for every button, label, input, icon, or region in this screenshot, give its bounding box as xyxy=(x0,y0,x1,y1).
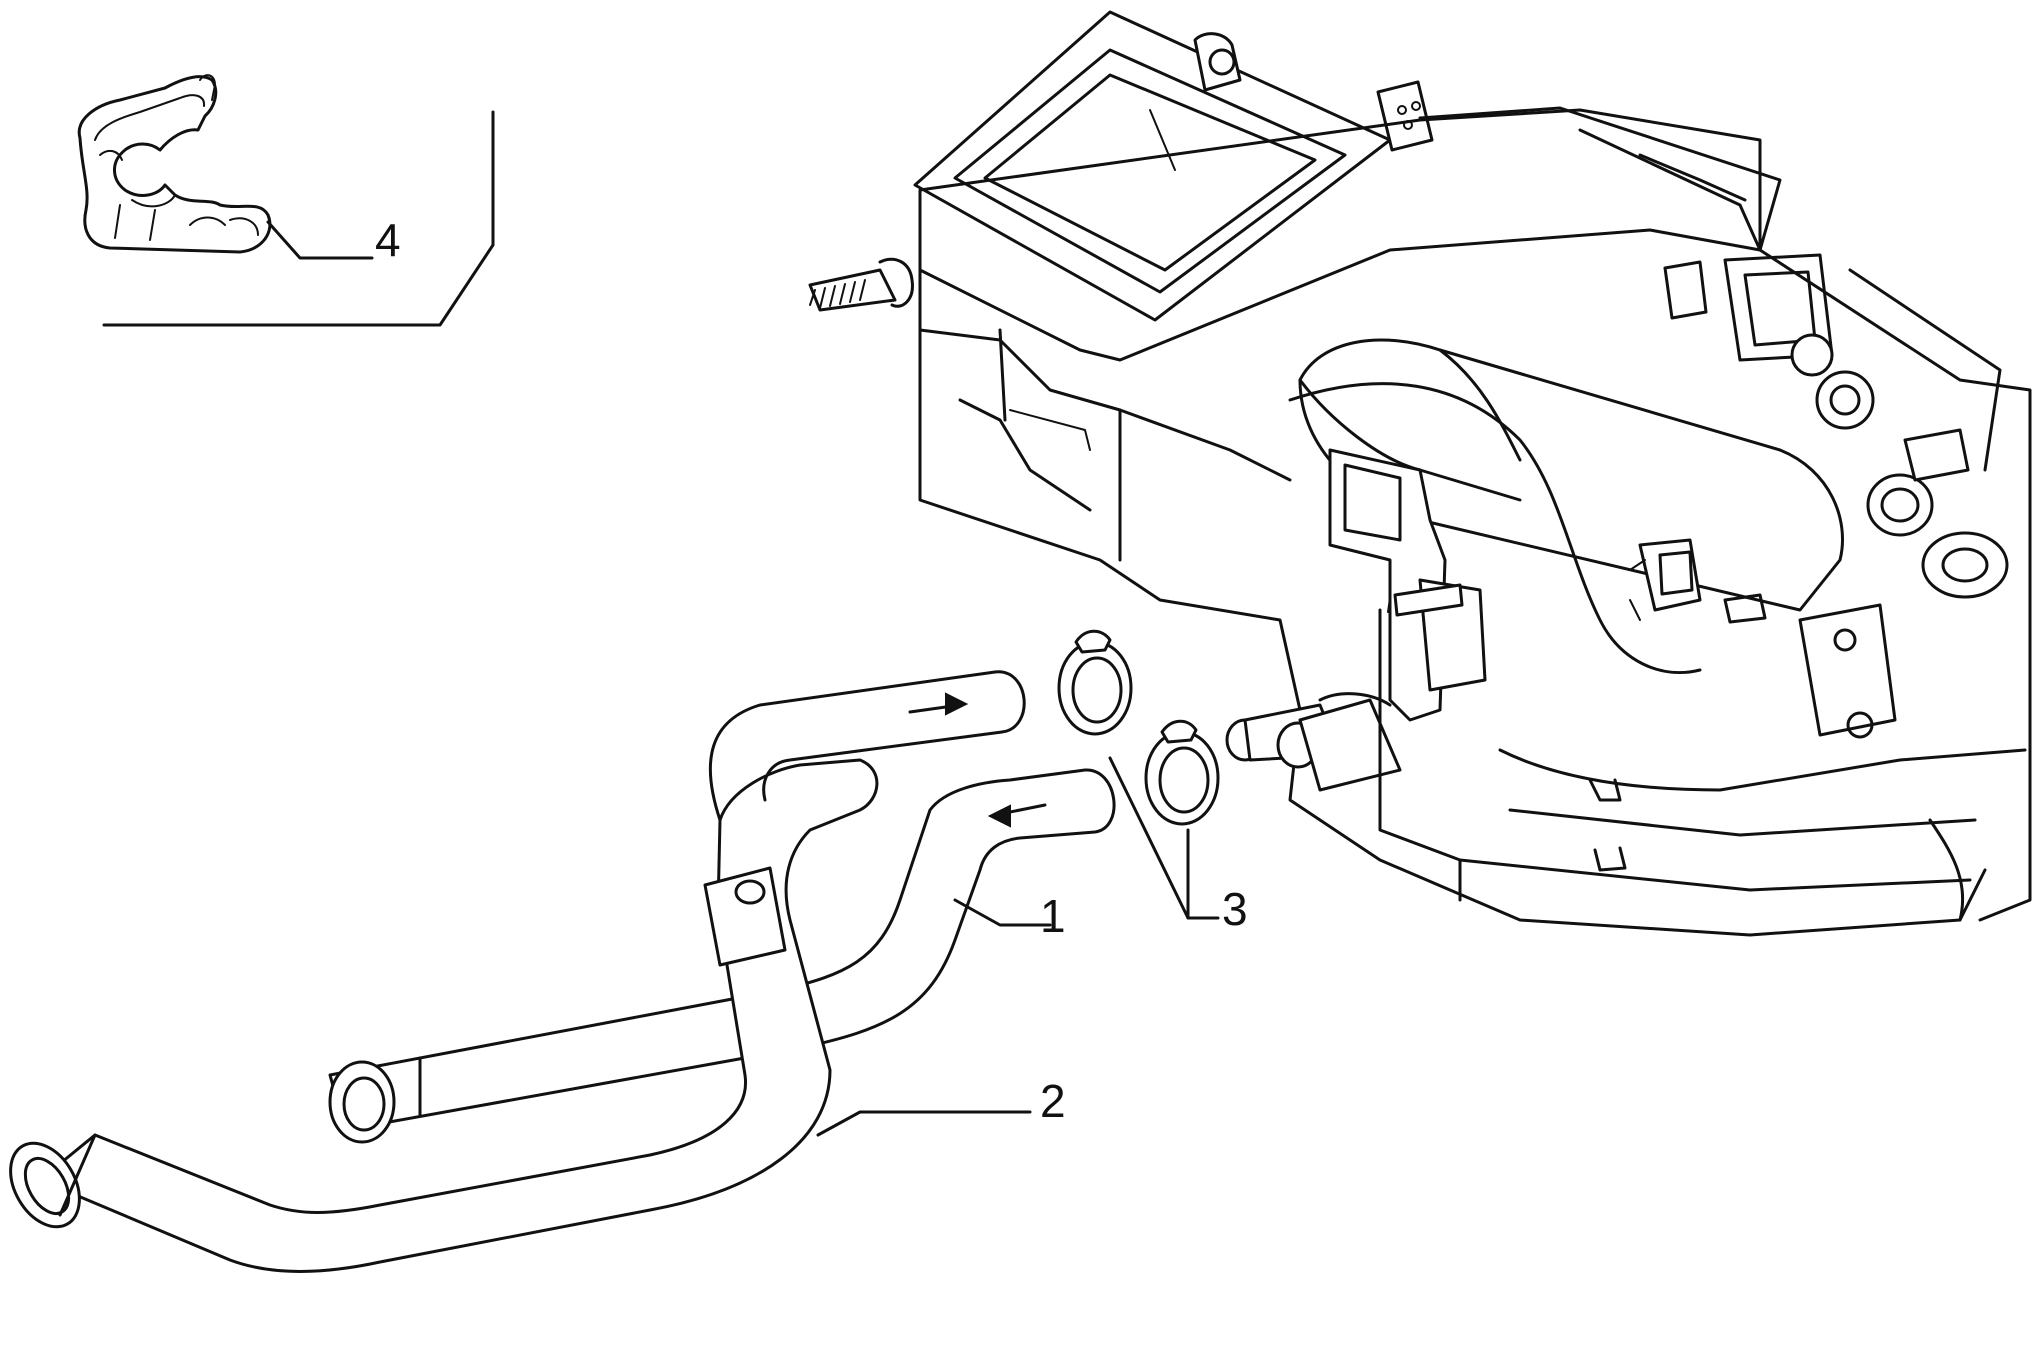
callout-3: 3 xyxy=(1108,756,1248,935)
clip-part-4 xyxy=(77,74,272,254)
svg-text:2: 2 xyxy=(1040,1075,1066,1127)
svg-text:3: 3 xyxy=(1222,883,1248,935)
callout-2: 2 xyxy=(816,1075,1066,1137)
callout-4: 4 xyxy=(266,214,401,266)
callout-1: 1 xyxy=(953,890,1066,942)
svg-text:1: 1 xyxy=(1040,890,1066,942)
hose-part-2 xyxy=(9,670,1026,1273)
hose-clamp-upper xyxy=(1057,629,1133,736)
svg-text:4: 4 xyxy=(375,214,401,266)
heater-housing xyxy=(808,10,2032,937)
hose-part-1 xyxy=(328,768,1116,1144)
hose-clamp-lower xyxy=(1144,719,1220,826)
inset-frame xyxy=(102,110,495,327)
